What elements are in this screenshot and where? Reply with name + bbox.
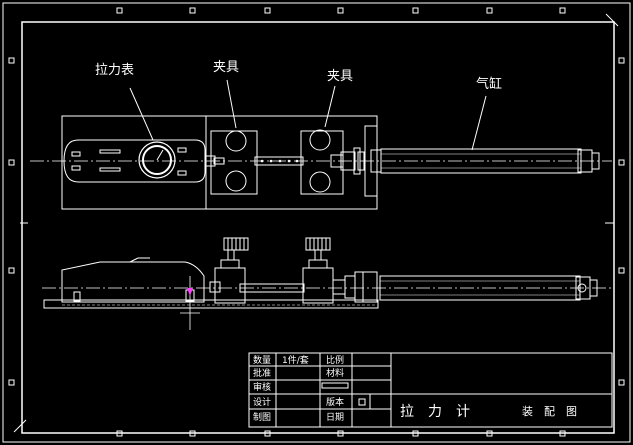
cylinder-mount xyxy=(364,125,378,197)
gauge-housing xyxy=(61,261,205,303)
tb-date-label: 日期 xyxy=(326,412,344,423)
callout-clamp-right: 夹具 xyxy=(327,69,353,84)
tb-version-label: 版本 xyxy=(326,396,344,408)
tb-quantity-label: 数量 xyxy=(253,354,271,366)
tb-subtitle: 装 配 图 xyxy=(522,405,577,418)
tb-material-label: 材料 xyxy=(326,367,344,379)
clamp-stand-right xyxy=(302,267,334,304)
title-block-text: 数量 1件/套 比例 材料 批准 审核 设计 版本 制图 日期 xyxy=(253,354,344,423)
tb-draw-label: 制图 xyxy=(253,411,271,423)
tb-design-label: 设计 xyxy=(253,396,271,408)
insertion-marker xyxy=(180,276,200,330)
callout-clamp-left: 夹具 xyxy=(213,60,239,75)
clamp-plate-right xyxy=(300,130,344,195)
clamp-knob-left-bottom xyxy=(225,170,247,192)
cylinder-body xyxy=(380,148,582,174)
tb-scale-label: 比例 xyxy=(326,354,344,366)
top-view xyxy=(30,115,612,210)
title-block-lines xyxy=(248,352,613,428)
zone-markers xyxy=(8,7,625,437)
gauge-body xyxy=(63,139,206,183)
gauge-dial xyxy=(138,141,176,179)
front-view xyxy=(42,237,612,309)
clamp-plate-left xyxy=(210,130,258,195)
callout-leaders xyxy=(129,79,487,151)
cylinder-front xyxy=(379,275,581,301)
tb-review-label: 审核 xyxy=(253,381,271,393)
clamp-knob-right-top xyxy=(309,129,331,151)
base-rail xyxy=(43,299,379,309)
clamp-knob-right-bottom xyxy=(309,171,331,193)
clamp-knob-left-top xyxy=(225,130,247,152)
tb-title: 拉 力 计 xyxy=(400,404,470,420)
callout-gauge: 拉力表 xyxy=(95,63,134,78)
callout-cylinder: 气缸 xyxy=(476,76,502,92)
tb-quantity-value: 1件/套 xyxy=(282,354,309,366)
base-plate xyxy=(61,115,378,210)
tb-approve-label: 批准 xyxy=(253,367,271,379)
